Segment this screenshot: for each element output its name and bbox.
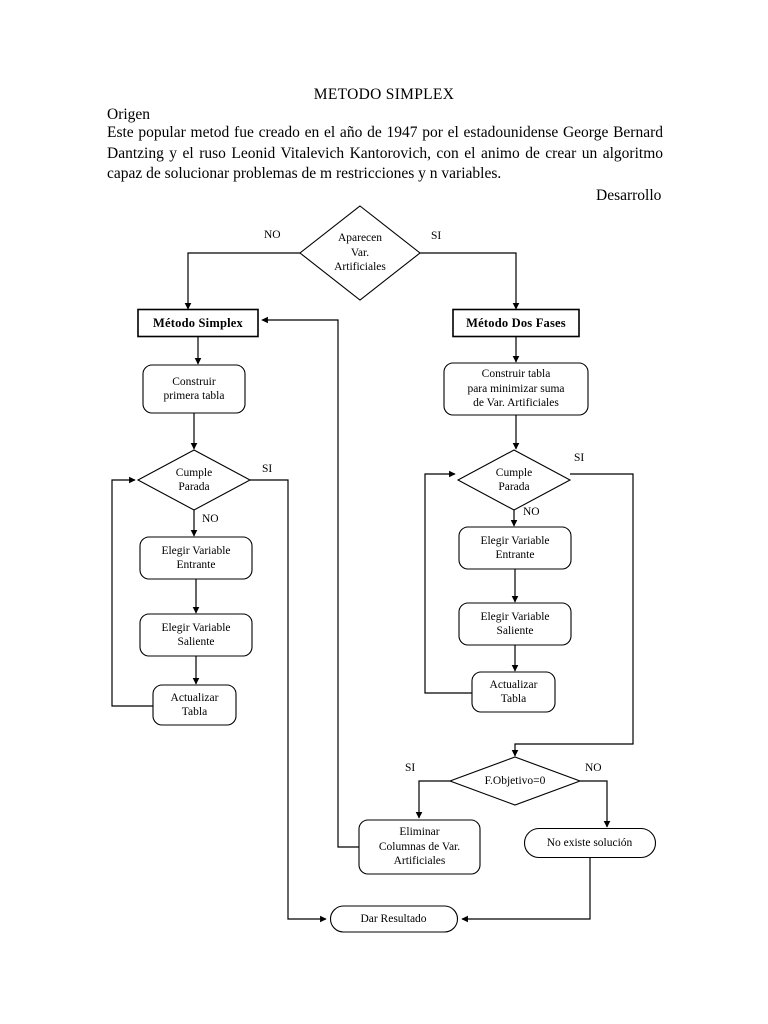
edge-cumple-izq-si [250, 479, 327, 923]
node-metodo-dos-fases [452, 308, 580, 338]
node-aparecen-var-artificiales [299, 205, 421, 301]
node-f-objetivo-cero [448, 756, 582, 806]
node-elegir-variable-entrante-der [458, 526, 572, 570]
node-no-existe-solucion [523, 827, 657, 859]
origen-heading: Origen [107, 106, 151, 123]
edge-objetivo-no [580, 780, 611, 828]
node-dar-resultado [329, 905, 459, 933]
node-cumple-parada-der [456, 449, 572, 511]
desarrollo-heading: Desarrollo [596, 187, 662, 204]
node-elegir-variable-entrante-izq [139, 536, 253, 580]
edge-cumple-der-si [511, 473, 634, 757]
node-actualizar-tabla-izq [152, 684, 237, 726]
intro-paragraph: Este popular metod fue creado en el año … [107, 124, 663, 182]
node-construir-tabla-minimizar [443, 362, 589, 416]
node-cumple-parada-izq [136, 449, 252, 511]
node-elegir-variable-saliente-der [458, 602, 572, 646]
node-eliminar-columnas [358, 819, 481, 875]
edge-aparecen-si [420, 252, 520, 310]
edge-actualizar-loop-izq [111, 476, 153, 707]
node-actualizar-tabla-der [471, 671, 556, 713]
node-metodo-simplex [137, 308, 259, 338]
edge-actualizar-loop-der [424, 470, 472, 694]
node-elegir-variable-saliente-izq [139, 613, 253, 657]
edge-objetivo-si [415, 780, 450, 819]
edge-nosolucion-resultado [461, 858, 591, 923]
edge-eliminar-to-simplex [261, 316, 359, 848]
edge-aparecen-no [184, 252, 300, 310]
page-title: METODO SIMPLEX [313, 86, 455, 103]
node-construir-primera-tabla [142, 364, 246, 414]
